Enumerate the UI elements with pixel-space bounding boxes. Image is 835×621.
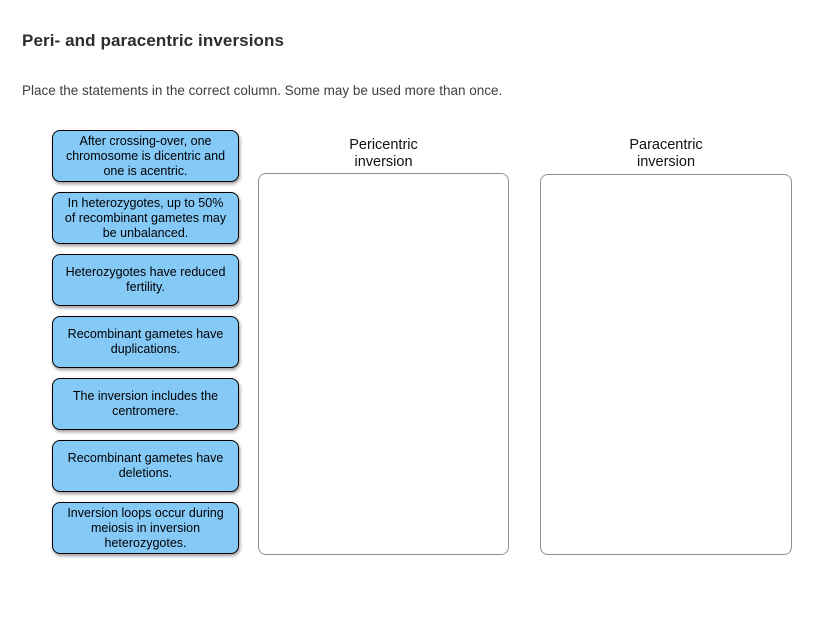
statement-card[interactable]: Recombinant gametes have deletions. [52, 440, 239, 492]
statement-card[interactable]: Inversion loops occur during meiosis in … [52, 502, 239, 554]
statement-card[interactable]: The inversion includes the centromere. [52, 378, 239, 430]
pericentric-column-header: Pericentric inversion [258, 137, 509, 171]
statement-card[interactable]: After crossing-over, one chromosome is d… [52, 130, 239, 182]
page-title: Peri- and paracentric inversions [22, 31, 285, 50]
instructions-text: Place the statements in the correct colu… [22, 83, 503, 98]
statement-card[interactable]: Heterozygotes have reduced fertility. [52, 254, 239, 306]
pericentric-column-header-label: Pericentric inversion [349, 137, 418, 170]
paracentric-column-header: Paracentric inversion [540, 137, 792, 171]
statement-card[interactable]: Recombinant gametes have duplications. [52, 316, 239, 368]
statement-card-stack: After crossing-over, one chromosome is d… [52, 130, 239, 554]
paracentric-dropzone[interactable] [540, 174, 792, 555]
paracentric-column-header-label: Paracentric inversion [629, 137, 703, 170]
pericentric-dropzone[interactable] [258, 173, 509, 555]
statement-card[interactable]: In heterozygotes, up to 50% of recombina… [52, 192, 239, 244]
